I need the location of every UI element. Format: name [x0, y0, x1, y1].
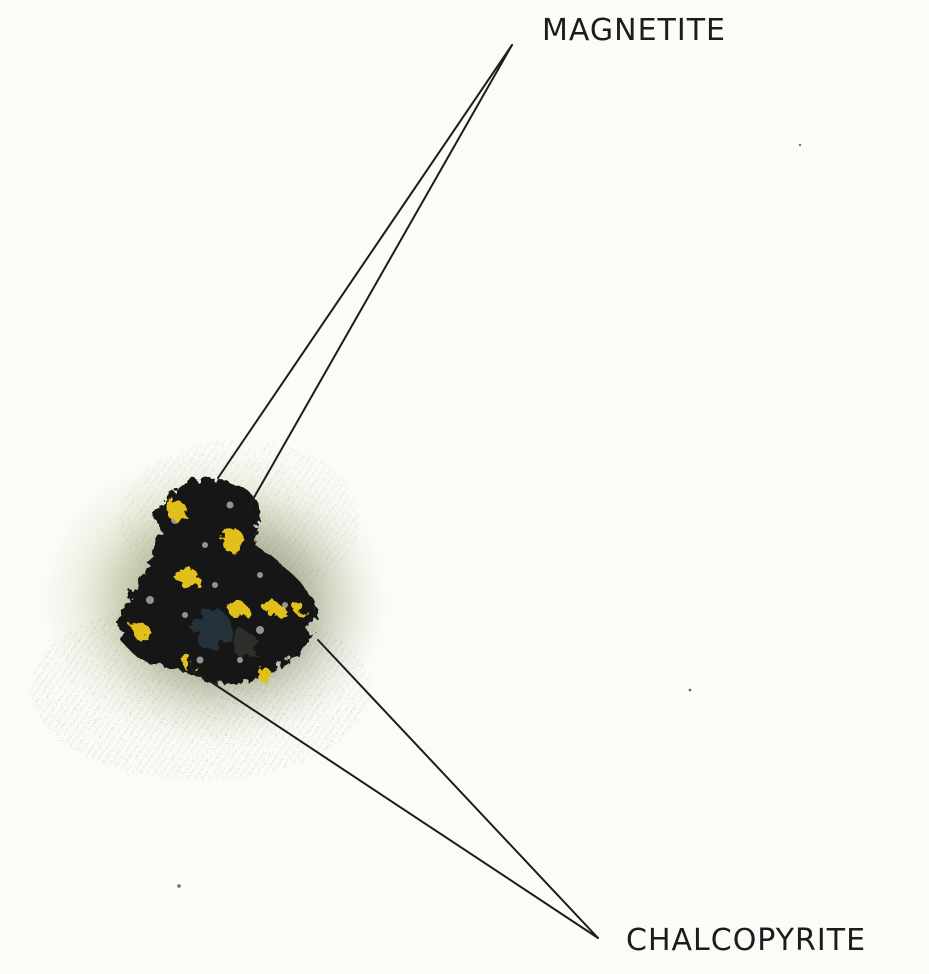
magnetite-leader-2 — [248, 45, 512, 508]
chalcopyrite-leader-2 — [318, 640, 598, 938]
magnetite-label: MAGNETITE — [542, 13, 726, 48]
chalcopyrite-label: CHALCOPYRITE — [626, 923, 866, 958]
chalcopyrite-leader-1 — [190, 668, 598, 938]
magnetite-leader-1 — [218, 45, 512, 478]
